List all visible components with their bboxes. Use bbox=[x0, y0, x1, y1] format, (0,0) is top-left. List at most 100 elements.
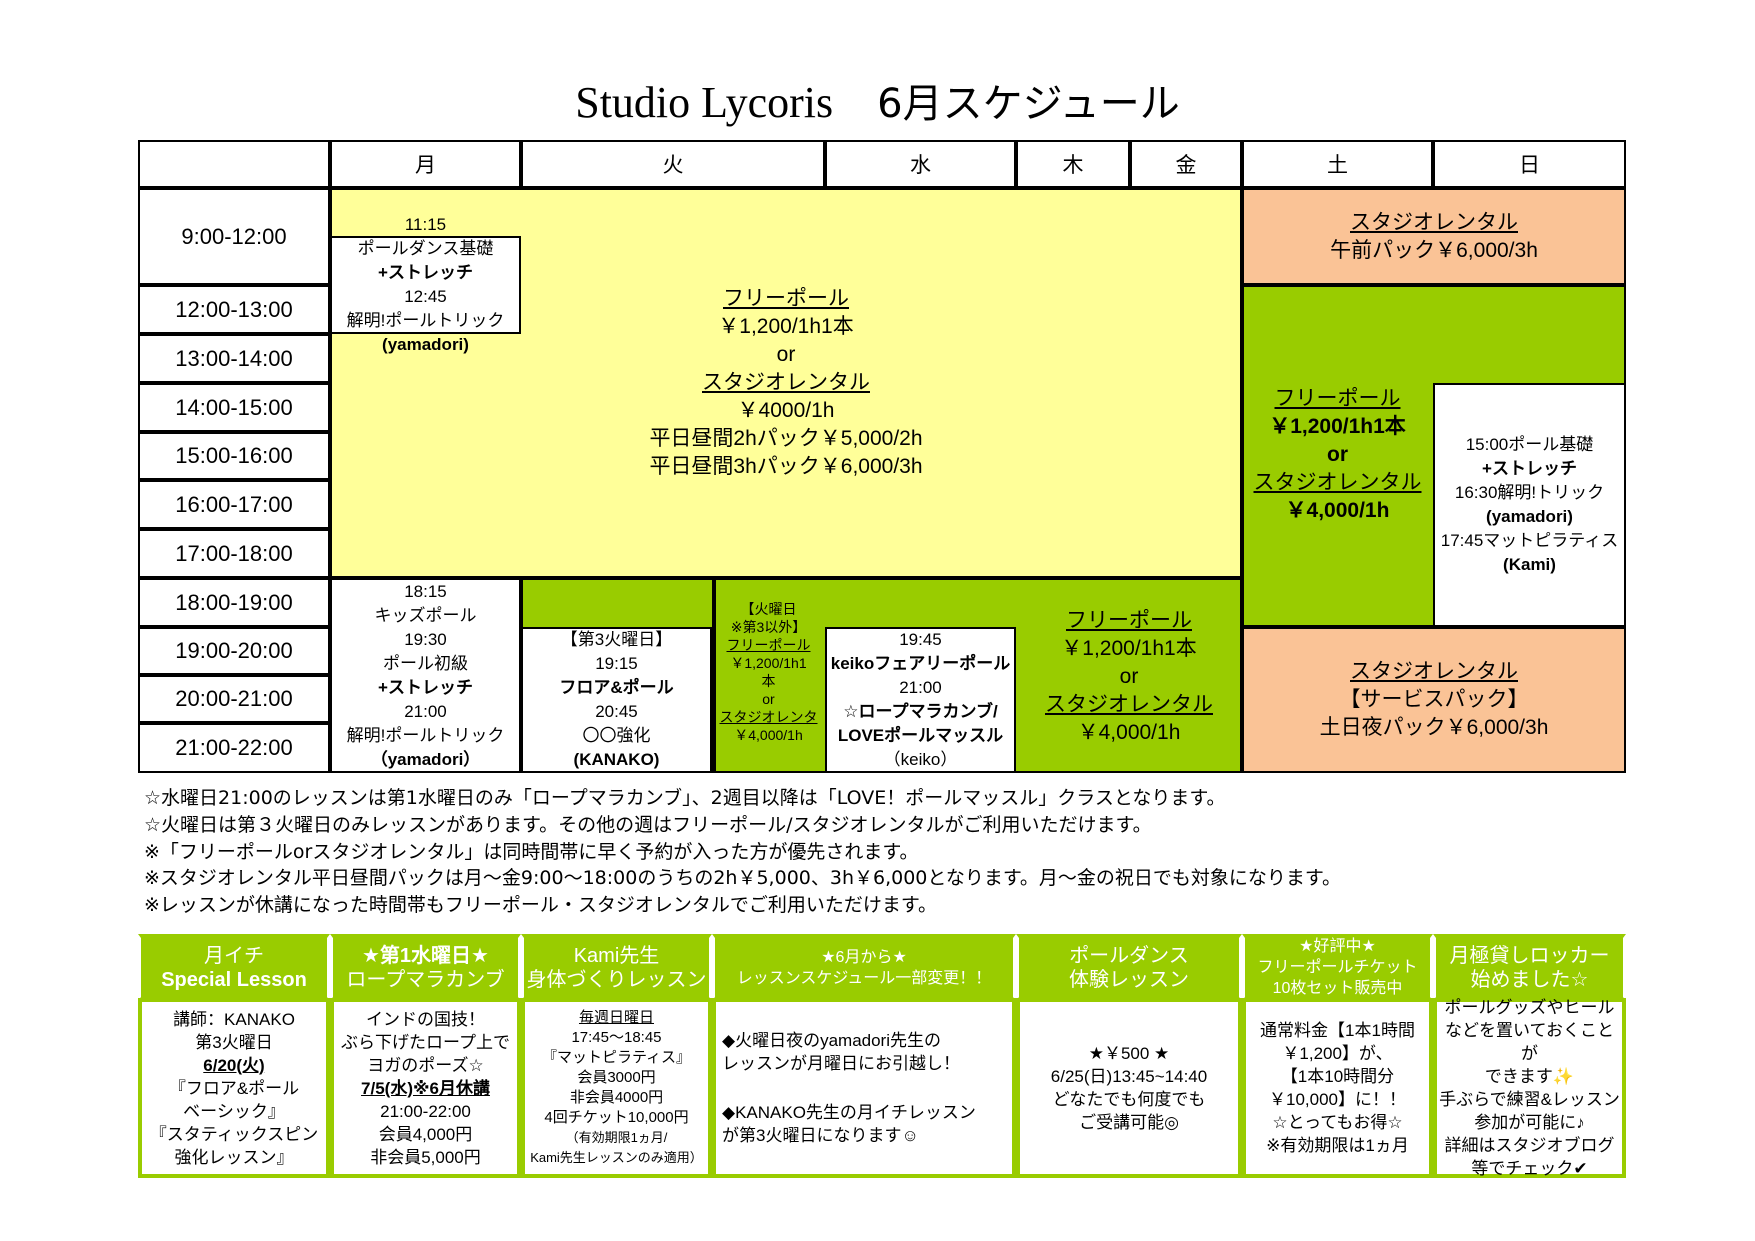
text-line: （有効期限1ヵ月/ bbox=[565, 1130, 668, 1145]
rental-weekend-am: スタジオレンタル午前パック￥6,000/3h bbox=[1242, 188, 1626, 285]
text-line: ★好評中★ bbox=[1299, 938, 1376, 955]
day-label: 火 bbox=[662, 154, 684, 177]
day-label: 土 bbox=[1327, 154, 1348, 177]
text-line: ￥1,200】が、 bbox=[1282, 1044, 1393, 1063]
text-line: 7/5(水)※6月休講 bbox=[361, 1078, 490, 1098]
text-line: レッスンが月曜日にお引越し！ bbox=[722, 1054, 960, 1073]
text-line: 強化レッスン』 bbox=[174, 1147, 294, 1167]
text-line: 『スタティックスピン bbox=[149, 1124, 319, 1144]
time-slot: 20:00-21:00 bbox=[138, 675, 330, 723]
day-label: 日 bbox=[1519, 154, 1540, 177]
text-line: 12:45 bbox=[404, 287, 447, 306]
text-line: 21:00-22:00 bbox=[380, 1101, 471, 1121]
text-line: 講師：KANAKO bbox=[173, 1009, 295, 1029]
text-line: ポールダンス基礎 bbox=[357, 239, 494, 258]
text-line: (yamadori) bbox=[382, 335, 469, 354]
text-line: ￥4,000/1h bbox=[1077, 721, 1181, 744]
text-line: スタジオレンタ bbox=[719, 709, 818, 725]
text-line: ￥4,000/1h bbox=[1285, 499, 1390, 522]
text-line: スタジオレンタル bbox=[1253, 471, 1422, 494]
time-slot: 9:00-12:00 bbox=[138, 188, 330, 285]
text-line: 18:15 bbox=[404, 581, 447, 601]
day-header: 火 bbox=[521, 140, 825, 188]
text-line: （yamadori） bbox=[370, 749, 481, 769]
text-line: スタジオレンタル bbox=[1350, 210, 1518, 234]
text-line: ￥1,200/1h1 bbox=[730, 655, 807, 671]
text-line: ポールダンス bbox=[1069, 944, 1189, 967]
text-line: ￥1,200/1h1本 bbox=[1061, 637, 1197, 660]
studio-name: Studio Lycoris bbox=[575, 78, 834, 127]
text-line: スタジオレンタル bbox=[1350, 660, 1518, 683]
text-line: ￥1,200/1h1本 bbox=[1269, 415, 1406, 438]
text-line: 10枚セット販売中 bbox=[1272, 980, 1403, 997]
text-line: （keiko） bbox=[883, 750, 958, 769]
text-line: ※有効期限は1ヵ月 bbox=[1266, 1136, 1409, 1155]
time-slot: 17:00-18:00 bbox=[138, 529, 330, 578]
time-label: 16:00-17:00 bbox=[175, 491, 293, 517]
text-line: (yamadori) bbox=[1486, 507, 1573, 526]
time-label: 15:00-16:00 bbox=[175, 443, 293, 468]
text-line: 参加が可能に♪ bbox=[1474, 1113, 1585, 1132]
info-header: ★第1水曜日★ロープマラカンブ bbox=[330, 934, 521, 1001]
text-line: 第3火曜日 bbox=[195, 1032, 273, 1052]
text-line: スタジオレンタル bbox=[1045, 693, 1213, 716]
text-line: フロア&ポール bbox=[559, 678, 674, 697]
text-line: ※第3以外】 bbox=[730, 619, 807, 635]
text-line: keikoフェアリーポール bbox=[830, 654, 1011, 673]
day-header: 水 bbox=[825, 140, 1016, 188]
text-line: どなたでも何度でも bbox=[1052, 1090, 1206, 1109]
text-line: +ストレッチ bbox=[378, 677, 473, 697]
text-line: 16:30解明!トリック bbox=[1454, 483, 1605, 502]
time-label: 17:00-18:00 bbox=[175, 540, 293, 566]
time-label: 14:00-15:00 bbox=[175, 394, 293, 420]
text-line: 19:45 bbox=[899, 630, 942, 649]
text-line: 【1本10時間分 bbox=[1280, 1067, 1395, 1086]
text-line: 【火曜日 bbox=[740, 601, 797, 617]
text-line: ☆ロープマラカンブ/ bbox=[843, 702, 998, 721]
text-line: ベーシック』 bbox=[183, 1101, 285, 1121]
note-line: ※「フリーポールorスタジオレンタル」は同時間帯に早く予約が入った方が優先されま… bbox=[144, 840, 919, 863]
text-line: 月極貸しロッカー bbox=[1449, 944, 1610, 967]
text-line: 『マットピラティス』 bbox=[541, 1049, 692, 1066]
text-line: レッスンスケジュール一部変更！！ bbox=[736, 969, 992, 987]
text-line: or bbox=[762, 691, 775, 707]
text-line: 平日昼間2hパック￥5,000/2h bbox=[649, 427, 923, 450]
text-line: ☆とってもお得☆ bbox=[1272, 1113, 1403, 1132]
text-line: 21:00 bbox=[899, 678, 942, 697]
text-line: ポールグッズやヒール bbox=[1444, 998, 1615, 1017]
text-line: 〇〇強化 bbox=[582, 726, 651, 745]
info-body: 通常料金【1本1時間￥1,200】が、【1本10時間分￥10,000】に！！☆と… bbox=[1242, 998, 1433, 1178]
text-line: 身体づくりレッスン bbox=[526, 968, 707, 991]
day-label: 金 bbox=[1175, 154, 1197, 177]
text-line: インドの国技！ bbox=[366, 1009, 485, 1029]
text-line: 17:45マットピラティス bbox=[1440, 531, 1619, 550]
text-line: 通常料金【1本1時間 bbox=[1260, 1021, 1415, 1040]
text-line: 4回チケット10,000円 bbox=[544, 1109, 689, 1126]
text-line: 19:15 bbox=[595, 654, 638, 673]
text-line: 非会員4000円 bbox=[569, 1089, 664, 1106]
text-line: 『フロア&ポール bbox=[168, 1078, 300, 1098]
text-line: ポール初級 bbox=[383, 653, 468, 673]
text-line: 非会員5,000円 bbox=[370, 1147, 481, 1167]
text-line: キッズポール bbox=[374, 605, 477, 625]
text-line: ヨガのポーズ☆ bbox=[367, 1055, 484, 1075]
text-line: Special Lesson bbox=[161, 968, 307, 991]
notes: ☆水曜日21:00のレッスンは第1水曜日のみ「ロープマラカンブ」、2週目以降は「… bbox=[144, 785, 1341, 919]
time-slot: 13:00-14:00 bbox=[138, 334, 330, 383]
text-line: できます✨ bbox=[1484, 1067, 1575, 1086]
time-slot: 15:00-16:00 bbox=[138, 432, 330, 480]
text-line: or bbox=[1119, 665, 1139, 688]
day-header: 金 bbox=[1130, 140, 1242, 188]
text-line: 解明!ポールトリック bbox=[346, 725, 505, 745]
text-line: +ストレッチ bbox=[1482, 459, 1577, 478]
text-line: +ストレッチ bbox=[378, 263, 473, 282]
text-line: 午前パック￥6,000/3h bbox=[1330, 238, 1538, 262]
text-line: 月イチ bbox=[204, 944, 264, 967]
text-line: 21:00 bbox=[404, 701, 447, 721]
